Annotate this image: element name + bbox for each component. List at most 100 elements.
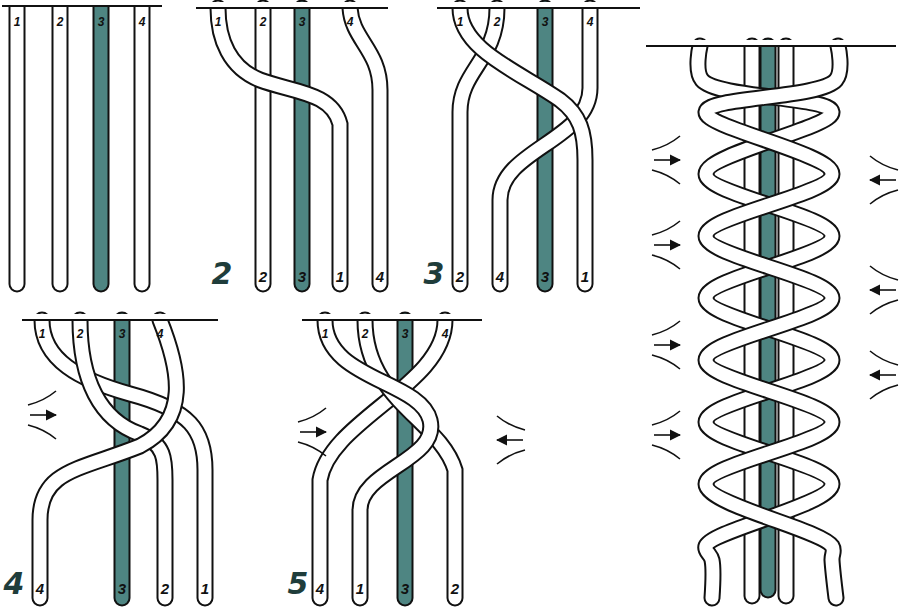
core-cord: [95, 6, 108, 284]
bar-ground: [302, 314, 482, 320]
cord-number: 1: [581, 269, 589, 284]
motion-line: [652, 170, 680, 184]
cord-outline: [325, 320, 431, 598]
working-cord: [40, 320, 176, 598]
cord-number: 4: [139, 16, 146, 28]
cord-number: 1: [201, 581, 209, 596]
motion-line: [652, 445, 680, 459]
cord-number: 2: [259, 269, 267, 284]
pull-arrow: [654, 244, 680, 246]
motion-line: [652, 136, 680, 150]
working-cord: [11, 6, 24, 284]
bar-ground: [196, 2, 388, 8]
holding-bar: [302, 319, 482, 321]
working-cord: [136, 6, 149, 284]
holding-bar: [437, 7, 640, 9]
bar-ground: [2, 0, 162, 6]
holding-bar: [196, 7, 388, 9]
bar-ground: [646, 40, 896, 46]
working-cord: [706, 46, 840, 598]
cord-number: 3: [402, 328, 409, 340]
cord-number: 1: [39, 328, 46, 340]
motion-line: [298, 442, 326, 456]
working-cord: [54, 6, 67, 284]
cord-number: 1: [356, 581, 364, 596]
cord-outline: [134, 6, 151, 284]
motion-line: [28, 425, 56, 439]
pull-arrow: [870, 374, 896, 376]
bar-ground: [437, 2, 640, 8]
cord-number: 1: [457, 16, 464, 28]
working-cord: [257, 8, 270, 284]
cord-number: 3: [542, 16, 549, 28]
motion-line: [652, 321, 680, 335]
cord-outline: [320, 320, 445, 598]
motion-line: [870, 351, 898, 365]
working-cord: [325, 320, 431, 598]
working-cord: [460, 8, 585, 284]
pull-arrow: [497, 439, 523, 441]
cord-outline: [255, 8, 272, 284]
motion-line: [652, 411, 680, 425]
cord-number: 2: [260, 16, 267, 28]
cord-number: 2: [494, 16, 501, 28]
cord-number: 2: [57, 16, 64, 28]
pull-arrow: [654, 434, 680, 436]
motion-line: [870, 190, 898, 204]
motion-line: [870, 300, 898, 314]
cord-number: 3: [98, 16, 105, 28]
bar-ground: [22, 314, 218, 320]
cord-number: 3: [299, 16, 306, 28]
cord-outline: [218, 8, 340, 284]
cord-number: 4: [496, 269, 504, 284]
motion-line: [28, 391, 56, 405]
cord-number: 4: [376, 269, 384, 284]
working-cord: [320, 320, 445, 598]
cord-number: 4: [316, 581, 324, 596]
pull-arrow: [654, 344, 680, 346]
step-number: 2: [212, 259, 233, 289]
cord-number: 3: [118, 581, 126, 596]
cord-number: 2: [456, 269, 464, 284]
step-number: 5: [288, 569, 309, 599]
pull-arrow: [300, 431, 326, 433]
pull-arrow: [870, 179, 896, 181]
core-cord: [296, 8, 309, 284]
holding-bar: [2, 5, 162, 7]
holding-bar: [646, 45, 896, 47]
cord-number: 2: [362, 328, 369, 340]
motion-line: [652, 255, 680, 269]
cord-number: 1: [215, 16, 222, 28]
cord-outline: [9, 6, 26, 284]
cord-number: 4: [442, 328, 449, 340]
cord-number: 1: [322, 328, 329, 340]
motion-line: [298, 408, 326, 422]
pull-arrow: [30, 414, 56, 416]
cord-outline: [460, 8, 585, 284]
motion-line: [497, 416, 525, 430]
cord-number: 1: [336, 269, 344, 284]
cord-number: 3: [541, 269, 549, 284]
cord-outline: [294, 8, 311, 284]
working-cord: [350, 8, 380, 284]
working-cord: [218, 8, 340, 284]
pull-arrow: [654, 159, 680, 161]
cord-number: 4: [347, 16, 354, 28]
motion-line: [870, 266, 898, 280]
cord-outline: [706, 46, 840, 598]
motion-line: [652, 355, 680, 369]
step-number: 4: [4, 569, 25, 599]
cord-number: 3: [119, 328, 126, 340]
motion-line: [497, 450, 525, 464]
cord-outline: [40, 320, 176, 598]
cord-outline: [52, 6, 69, 284]
cord-outline: [350, 8, 380, 284]
cord-number: 2: [161, 581, 169, 596]
cord-number: 4: [587, 16, 594, 28]
cord-number: 2: [451, 581, 459, 596]
cord-outline: [93, 6, 110, 284]
motion-line: [652, 221, 680, 235]
cord-number: 4: [157, 328, 164, 340]
